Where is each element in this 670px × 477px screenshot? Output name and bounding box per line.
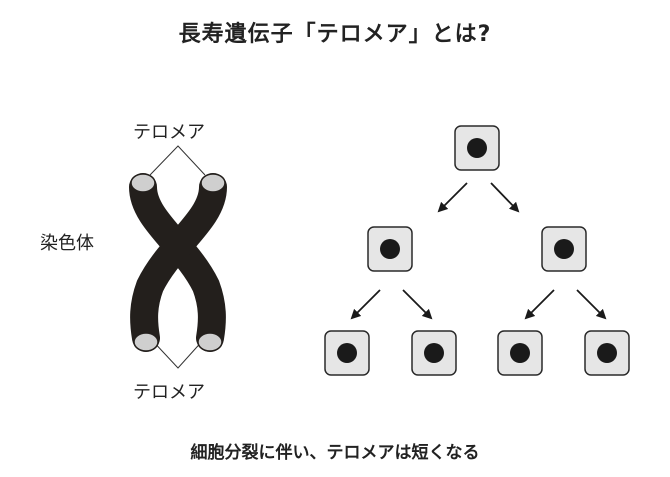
cell-nucleus — [510, 343, 530, 363]
chromosome-figure — [129, 145, 227, 369]
arrow-right-right — [576, 289, 607, 320]
arrow-root-right — [490, 182, 520, 213]
chromatid-left-top-to-right-bottom — [129, 173, 226, 352]
cell-nucleus — [337, 343, 357, 363]
cell-division-tree — [324, 125, 630, 376]
chromatid-right-top-to-left-bottom — [130, 173, 227, 352]
diagram-caption: 細胞分裂に伴い、テロメアは短くなる — [190, 443, 480, 463]
cell-generation-0 — [454, 125, 500, 171]
diagram-title: 長寿遺伝子「テロメア」とは? — [178, 22, 492, 47]
cell-generation-1 — [367, 226, 587, 272]
chromosome-label: 染色体 — [40, 233, 94, 254]
cell-nucleus — [467, 138, 487, 158]
telomere-cap-bottom-right — [197, 332, 223, 352]
cell-generation-2 — [324, 330, 630, 376]
arrow-left-right — [402, 289, 433, 320]
cell-nucleus — [554, 239, 574, 259]
arrow-right-left — [524, 289, 555, 320]
cell-nucleus — [424, 343, 444, 363]
telomere-cap-top-right — [200, 173, 226, 193]
telomere-leader-lines — [149, 145, 206, 369]
division-arrows — [350, 182, 607, 320]
cell-nucleus — [597, 343, 617, 363]
telomere-cap-top-left — [130, 173, 156, 193]
arrow-left-left — [350, 289, 381, 320]
telomere-label-bottom: テロメア — [133, 382, 205, 403]
cell-nucleus — [380, 239, 400, 259]
telomere-label-top: テロメア — [133, 122, 205, 143]
telomere-cap-bottom-left — [133, 332, 159, 352]
arrow-root-left — [437, 182, 468, 213]
